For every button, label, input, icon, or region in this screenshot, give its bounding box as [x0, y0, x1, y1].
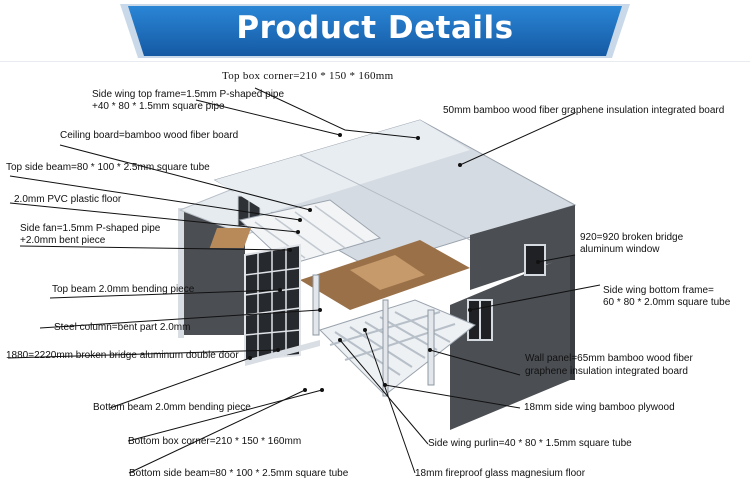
leader-lines [7, 87, 601, 474]
label-side-fan-2: +2.0mm bent piece [20, 235, 106, 246]
label-wall-panel-2: graphene insulation integrated board [525, 366, 688, 377]
label-side-wing-purlin: Side wing purlin=40 * 80 * 1.5mm square … [428, 438, 632, 449]
window-right-top [524, 244, 546, 276]
label-steel-column: Steel column=bent part 2.0mm [54, 322, 191, 333]
label-bottom-beam: Bottom beam 2.0mm bending piece [93, 402, 251, 413]
label-side-wing-top-frame-2: +40 * 80 * 1.5mm square pipe [92, 101, 225, 112]
label-insulation-board: 50mm bamboo wood fiber graphene insulati… [443, 105, 725, 116]
front-wall [450, 255, 570, 430]
label-side-wing-plywood: 18mm side wing bamboo plywood [524, 402, 675, 413]
label-pvc-floor: 2.0mm PVC plastic floor [14, 194, 122, 205]
label-top-box-corner: Top box corner=210 * 150 * 160mm [222, 70, 394, 82]
label-wall-panel-1: Wall panel=65mm bamboo wood fiber [525, 353, 693, 364]
page-title: Product Details [236, 10, 514, 46]
title-banner: Product Details [0, 0, 750, 63]
label-top-beam: Top beam 2.0mm bending piece [52, 284, 195, 295]
label-bottom-box-corner: Bottom box corner=210 * 150 * 160mm [128, 436, 302, 447]
banner-background [0, 4, 750, 63]
label-side-wing-bottom-frame-2: 60 * 80 * 2.0mm square tube [603, 297, 731, 308]
label-top-side-beam: Top side beam=80 * 100 * 2.5mm square tu… [6, 162, 210, 173]
label-window-1: 920=920 broken bridge [580, 232, 684, 243]
label-bottom-side-beam: Bottom side beam=80 * 100 * 2.5mm square… [129, 468, 349, 479]
label-ceiling-board: Ceiling board=bamboo wood fiber board [60, 130, 239, 141]
label-fireproof-floor: 18mm fireproof glass magnesium floor [415, 468, 586, 479]
label-window-2: aluminum window [580, 244, 660, 255]
label-double-door: 1880=2220mm broken bridge aluminum doubl… [6, 350, 239, 361]
label-side-fan-1: Side fan=1.5mm P-shaped pipe [20, 223, 161, 234]
label-side-wing-bottom-frame-1: Side wing bottom frame= [603, 285, 714, 296]
label-side-wing-top-frame-1: Side wing top frame=1.5mm P-shaped pipe [92, 89, 285, 100]
